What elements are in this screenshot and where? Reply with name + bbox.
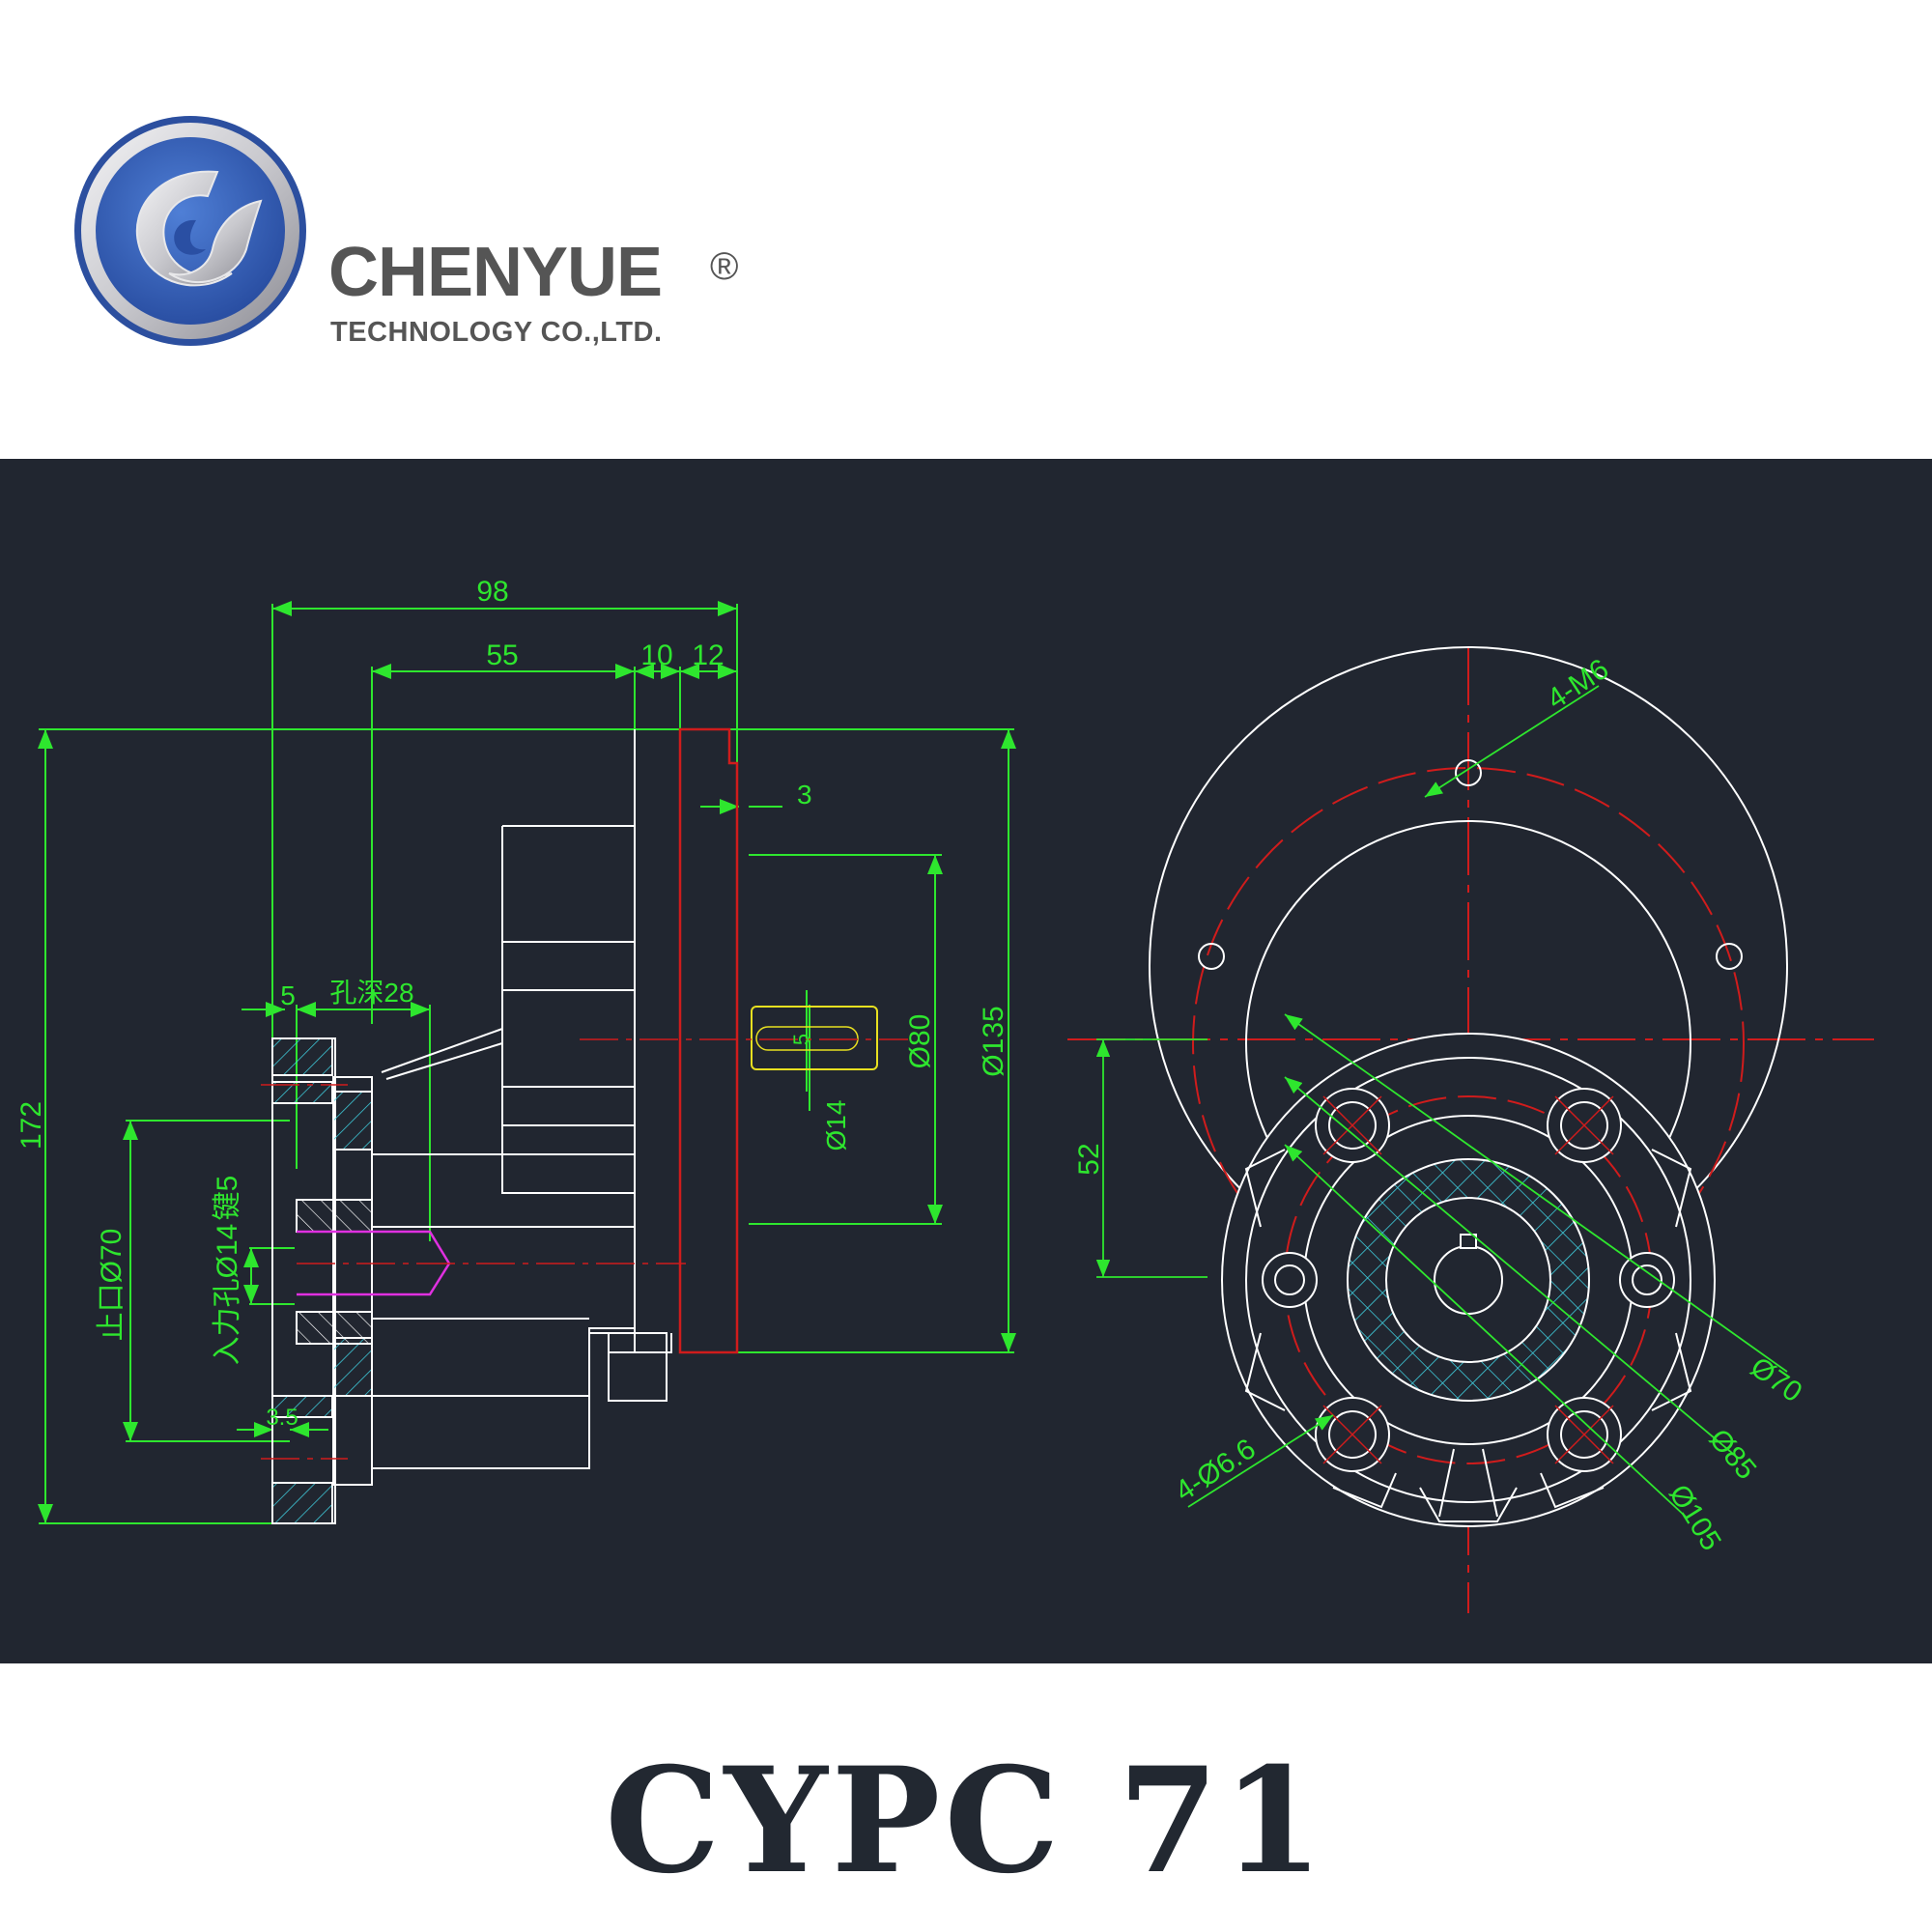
dim-flange-thickness: 12 <box>692 639 724 671</box>
company-subtitle: TECHNOLOGY CO.,LTD. <box>330 317 663 348</box>
dim-input-key: 键5 <box>212 1176 243 1221</box>
dim-input-bore: 入力孔Ø14 <box>212 1224 243 1366</box>
dim-center-offset: 52 <box>1073 1143 1105 1175</box>
dim-overall-length: 98 <box>476 576 508 608</box>
dim-input-flange-step: 5 <box>280 980 296 1010</box>
dim-overall-height: 172 <box>15 1101 47 1150</box>
dim-output-pilot: Ø80 <box>904 1014 936 1069</box>
cad-drawing: 98 55 10 12 3 5 孔深28 3.5 172 止口Ø70 入力孔Ø1… <box>0 459 1932 1663</box>
brand-name: CHENYUE <box>328 234 663 311</box>
dim-bore-circle: Ø70 <box>1745 1351 1807 1409</box>
dim-tapped-holes: 4-M6 <box>1542 653 1614 716</box>
cy-swirl-logo-icon <box>74 116 306 346</box>
dim-pcd-outer: Ø105 <box>1662 1479 1727 1556</box>
dim-flange-step: 10 <box>640 639 672 671</box>
dim-shaft-key: 5 <box>789 1034 813 1045</box>
registered-mark: ® <box>710 245 739 288</box>
dim-pilot-diameter: 止口Ø70 <box>96 1229 128 1342</box>
dim-shaft-diameter: Ø14 <box>821 1100 851 1151</box>
dim-pilot-depth: 3.5 <box>266 1405 298 1431</box>
side-view: 98 55 10 12 3 5 孔深28 3.5 172 止口Ø70 入力孔Ø1… <box>15 576 1016 1524</box>
header: CHENYUE ® TECHNOLOGY CO.,LTD. <box>0 0 1932 459</box>
dim-output-flange: Ø135 <box>978 1006 1009 1076</box>
model-name: CYPC 71 <box>605 1736 1327 1906</box>
end-view: 4-M6 52 4-Ø6.6 Ø70 Ø85 Ø105 <box>1067 646 1874 1613</box>
dim-hole-depth: 孔深28 <box>329 978 413 1008</box>
dim-shaft-offset: 3 <box>797 780 812 810</box>
dim-body-length: 55 <box>486 639 518 671</box>
cad-canvas: 98 55 10 12 3 5 孔深28 3.5 172 止口Ø70 入力孔Ø1… <box>15 576 1874 1613</box>
dim-pcd-inner: Ø85 <box>1703 1423 1763 1486</box>
